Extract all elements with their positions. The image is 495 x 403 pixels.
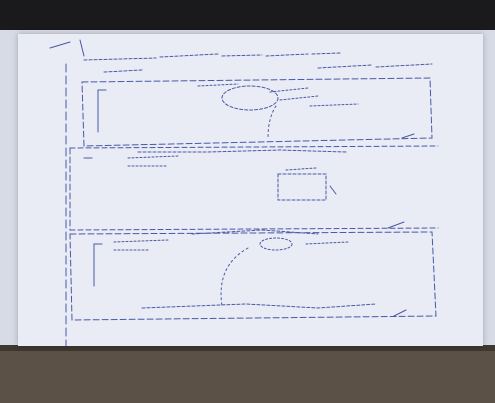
connector-line	[267, 105, 277, 139]
sketch-paper	[18, 34, 483, 346]
divider-bottom	[69, 227, 439, 231]
corner-mark	[49, 41, 71, 49]
table-surface	[0, 345, 495, 403]
divider-middle	[69, 145, 439, 149]
panel-bottom	[69, 231, 437, 321]
table-edge	[0, 345, 495, 351]
corner-tick	[79, 39, 85, 57]
panel-top	[81, 77, 433, 147]
wireframe-sketch	[49, 39, 439, 346]
box-element	[277, 173, 327, 201]
dark-background	[0, 0, 495, 30]
panel-middle	[69, 147, 337, 231]
curve-connector	[220, 247, 249, 307]
oval-element	[221, 85, 279, 111]
header-scribbles	[83, 52, 433, 73]
